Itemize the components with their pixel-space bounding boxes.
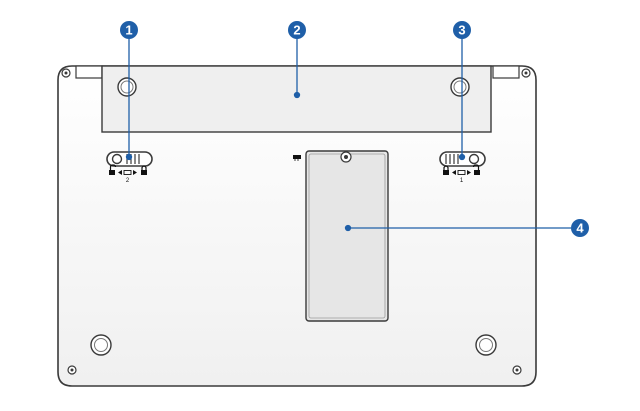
locked-icon: [141, 165, 147, 175]
callout-1-dot: [125, 153, 133, 161]
corner-screw-icon: [512, 365, 522, 375]
battery-foot-right: [450, 77, 470, 97]
memory-module-icon: [293, 155, 301, 161]
laptop-base-outline: [57, 65, 537, 387]
lock-index-label: 1: [460, 178, 464, 184]
battery-foot-left: [117, 77, 137, 97]
battery-outline-icon: [457, 170, 466, 175]
arrow-left-icon: [118, 170, 122, 175]
callout-4-number: 4: [576, 221, 584, 236]
callout-1-badge: 1: [120, 21, 138, 39]
corner-screw-icon: [67, 365, 77, 375]
memory-cover-screw-icon: [340, 151, 352, 163]
arrow-right-icon: [467, 170, 471, 175]
corner-screw-icon: [521, 68, 531, 78]
lock-legend-right: 1: [443, 164, 480, 184]
arrow-right-icon: [133, 170, 137, 175]
unlocked-icon: [109, 164, 117, 175]
rubber-foot-right: [475, 334, 497, 356]
callout-3-badge: 3: [453, 21, 471, 39]
callout-3-dot: [458, 153, 466, 161]
callout-4-badge: 4: [571, 219, 589, 237]
callout-3-number: 3: [458, 23, 465, 38]
lock-index-label: 2: [126, 178, 130, 184]
memory-compartment: [293, 150, 389, 322]
callout-2-badge: 2: [288, 21, 306, 39]
locked-icon: [443, 165, 449, 175]
callout-2-dot: [293, 91, 301, 99]
callout-4-dot: [344, 224, 352, 232]
unlocked-icon: [472, 164, 480, 175]
arrow-left-icon: [452, 170, 456, 175]
callout-1-number: 1: [125, 23, 132, 38]
lock-legend-left: 2: [109, 164, 147, 184]
callout-2-number: 2: [293, 23, 300, 38]
hinge-tab-right: [492, 65, 520, 79]
battery-outline-icon: [123, 170, 132, 175]
hinge-tab-left: [75, 65, 103, 79]
corner-screw-icon: [61, 68, 71, 78]
rubber-foot-left: [90, 334, 112, 356]
